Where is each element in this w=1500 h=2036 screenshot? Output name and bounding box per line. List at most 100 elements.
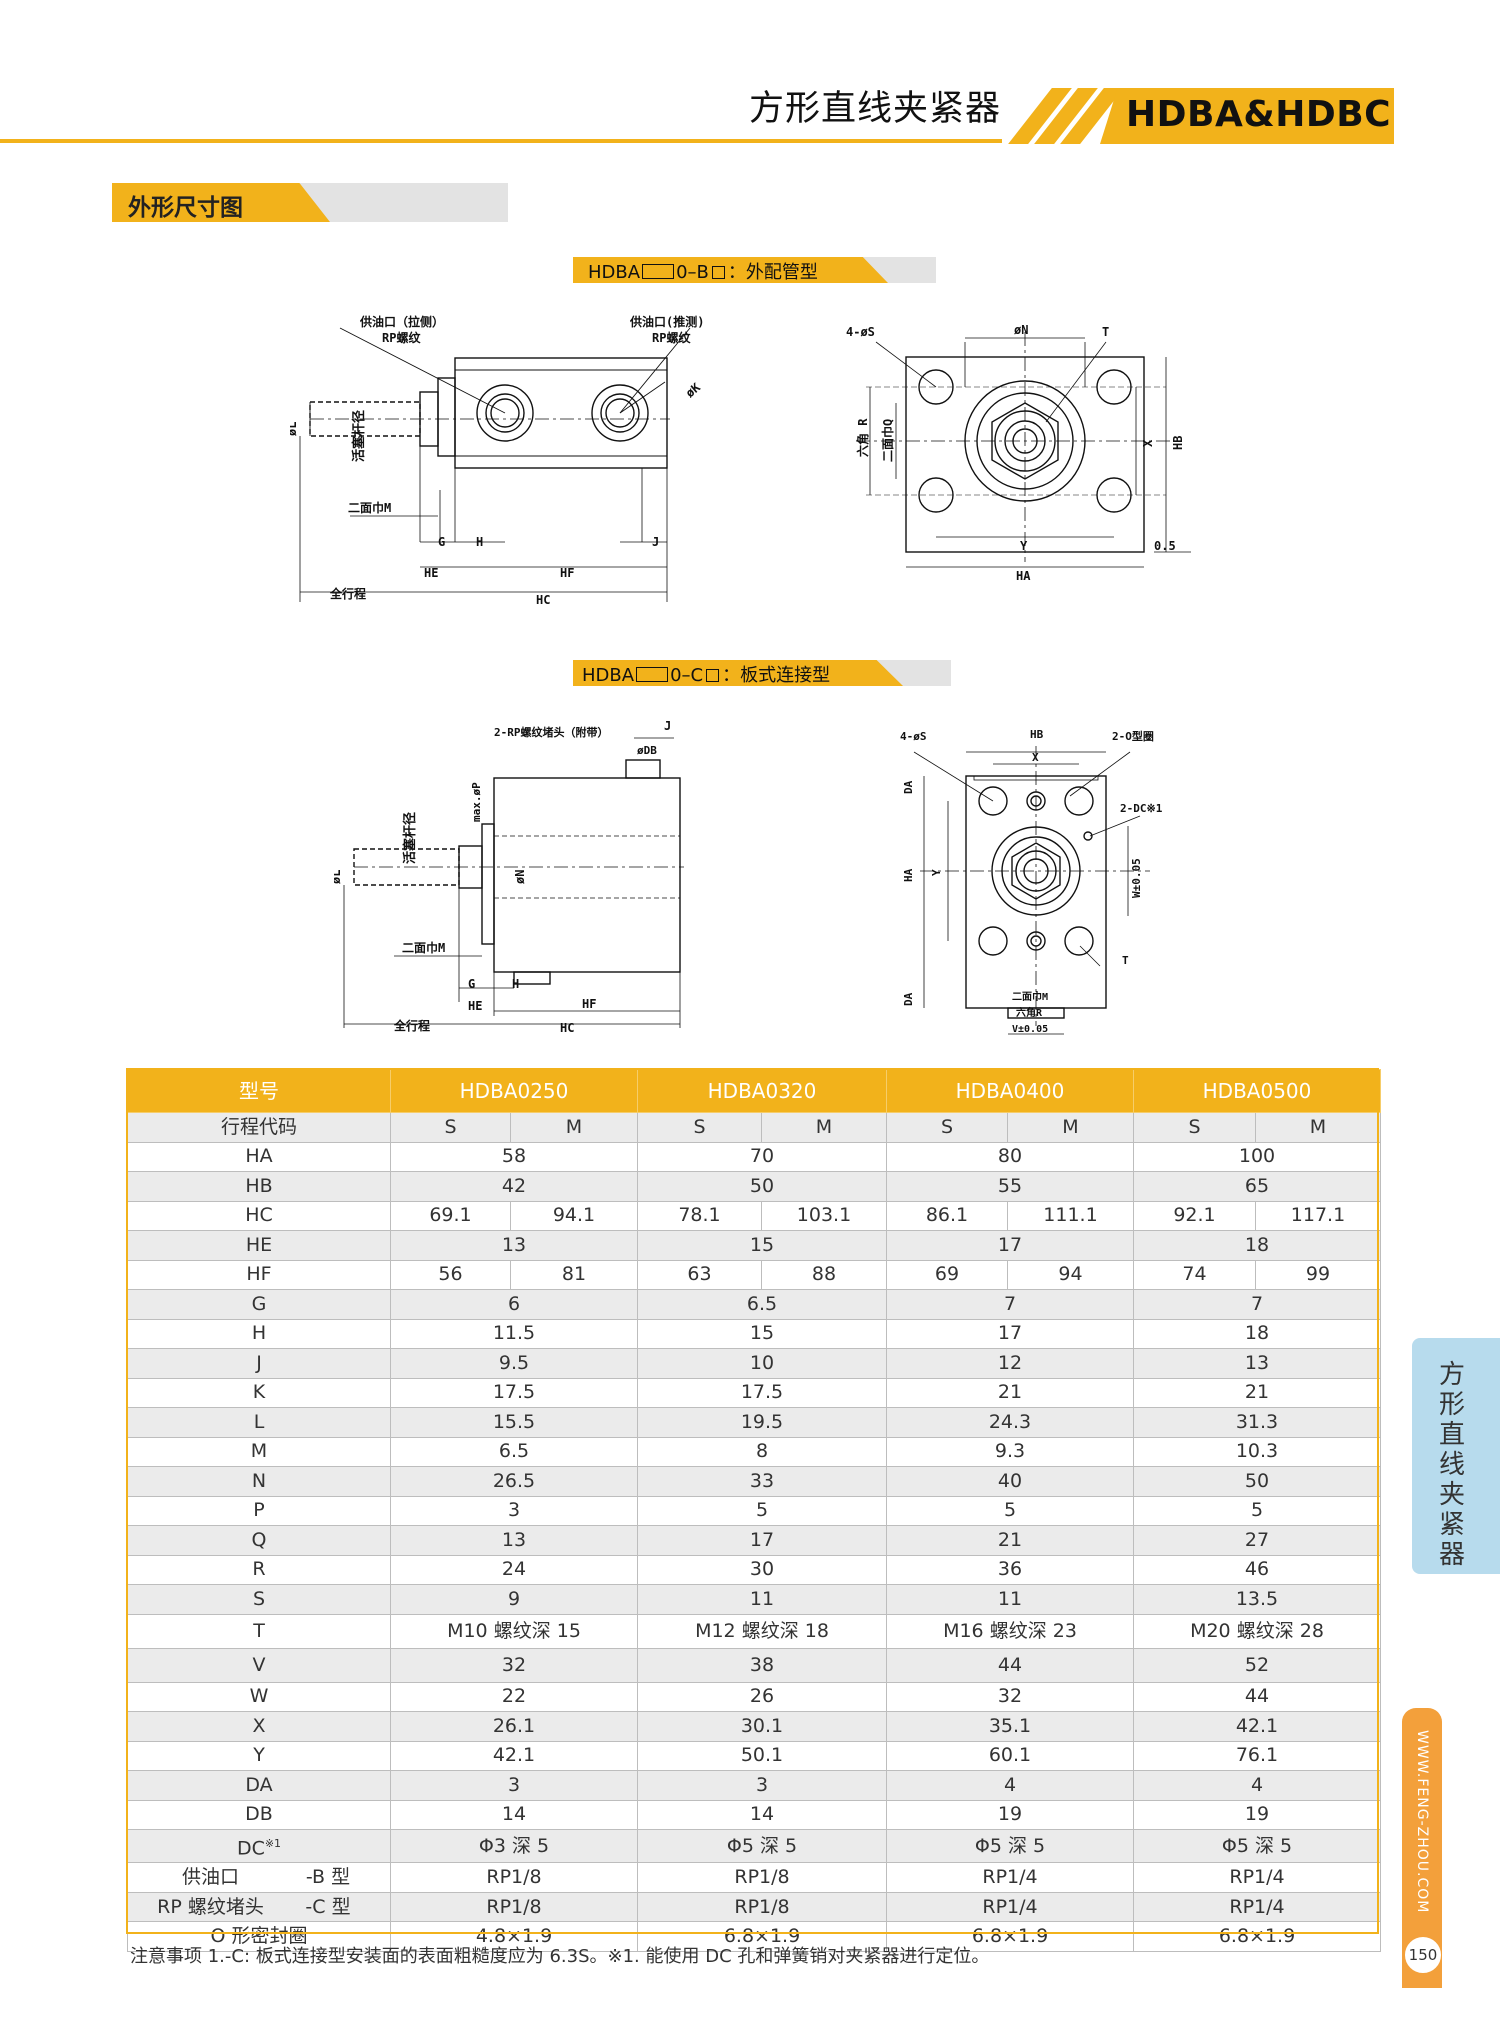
table-cell: RP1/8 xyxy=(390,1862,638,1893)
label-hexR: 六角R xyxy=(1016,1006,1043,1019)
table-cell: 8 xyxy=(637,1436,887,1467)
table-cell: 44 xyxy=(886,1647,1134,1683)
table-cell: 111.1 xyxy=(1007,1200,1134,1231)
table-cell: 17 xyxy=(637,1525,887,1556)
label-port-push: 供油口(推测) xyxy=(629,314,704,329)
label-HF: HF xyxy=(560,566,574,580)
table-cell: 3 xyxy=(390,1495,638,1526)
table-cell: 50 xyxy=(637,1171,887,1202)
table-cell: 14 xyxy=(637,1799,887,1830)
table-cell: 92.1 xyxy=(1133,1200,1256,1231)
drawing-c-front-view: 4-øS HB 2-O型圈 X DA 2-DC※1 HA Y W±0.05 T … xyxy=(900,728,1163,1035)
table-cell: 94 xyxy=(1007,1259,1134,1290)
table-cell: 46 xyxy=(1133,1554,1381,1585)
table-cell: M20 螺纹深 28 xyxy=(1133,1613,1381,1649)
placeholder-square-icon xyxy=(706,669,720,682)
table-cell: 6.5 xyxy=(390,1436,638,1467)
side-tab[interactable] xyxy=(1412,1338,1500,1574)
row-label: P xyxy=(127,1495,391,1526)
table-cell: 55 xyxy=(886,1171,1134,1202)
header-cell-model: 型号 xyxy=(127,1069,391,1113)
label-H: H xyxy=(476,535,483,549)
table-cell: 24.3 xyxy=(886,1407,1134,1438)
label-4s: 4-øS xyxy=(900,730,927,743)
table-cell: 36 xyxy=(886,1554,1134,1585)
page-title: 方形直线夹紧器 xyxy=(748,89,1001,129)
table-cell: 24 xyxy=(390,1554,638,1585)
row-label: DB xyxy=(127,1799,391,1830)
row-label: DA xyxy=(127,1770,391,1801)
table-cell: 117.1 xyxy=(1255,1200,1381,1231)
table-cell: 6.8×1.9 xyxy=(886,1921,1134,1952)
row-label: Q xyxy=(127,1525,391,1556)
label-phiDB: øDB xyxy=(637,744,657,757)
website-url[interactable]: WWW.FENG-ZHOU.COM xyxy=(1414,1730,1430,1914)
table-cell: 35.1 xyxy=(886,1711,1134,1742)
table-cell: S xyxy=(637,1112,762,1143)
table-cell: 19 xyxy=(886,1799,1134,1830)
table-cell: 63 xyxy=(637,1259,762,1290)
label-oring: 2-O型圈 xyxy=(1112,729,1154,743)
table-cell: 70 xyxy=(637,1141,887,1172)
label-V: V±0.05 xyxy=(1012,1024,1048,1035)
table-cell: 5 xyxy=(637,1495,887,1526)
table-cell: 69 xyxy=(886,1259,1008,1290)
label-HA: HA xyxy=(902,868,915,882)
placeholder-box-icon xyxy=(642,264,675,279)
label-phiL: øL xyxy=(334,870,343,884)
table-cell: 30.1 xyxy=(637,1711,887,1742)
label-T: T xyxy=(1122,954,1129,967)
label-T: T xyxy=(1102,325,1109,339)
drawing-b-front-view: 4-øS øN T 六角 R 二面巾Q X HB Y HA 0.5 xyxy=(846,323,1191,582)
row-label: G xyxy=(127,1289,391,1320)
table-cell: 13 xyxy=(390,1525,638,1556)
row-label: HA xyxy=(127,1141,391,1172)
label-phiK: øK xyxy=(683,380,704,401)
table-cell: 58 xyxy=(390,1141,638,1172)
row-label: L xyxy=(127,1407,391,1438)
label-HB: HB xyxy=(1030,728,1044,741)
label-plug: 2-RP螺纹堵头（附带） xyxy=(494,725,609,739)
table-cell: 3 xyxy=(390,1770,638,1801)
subtitle-b-bar xyxy=(573,257,888,283)
row-label: S xyxy=(127,1584,391,1615)
table-cell: 80 xyxy=(886,1141,1134,1172)
row-label-main: RP 螺纹堵头 xyxy=(157,1895,264,1918)
table-cell: M xyxy=(761,1112,887,1143)
table-cell: 6.8×1.9 xyxy=(1133,1921,1381,1952)
table-cell: M10 螺纹深 15 xyxy=(390,1613,638,1649)
label-G: G xyxy=(438,535,445,549)
label-flats-m: 二面巾M xyxy=(402,940,445,955)
table-cell: 65 xyxy=(1133,1171,1381,1202)
label-4s: 4-øS xyxy=(846,325,875,339)
table-cell: 19 xyxy=(1133,1799,1381,1830)
table-cell: S xyxy=(886,1112,1008,1143)
label-X: X xyxy=(1141,439,1155,447)
table-cell: 17 xyxy=(886,1230,1134,1261)
table-cell: 3 xyxy=(637,1770,887,1801)
label-phiL: øL xyxy=(290,422,299,436)
label-J: J xyxy=(652,535,659,549)
table-cell: 4 xyxy=(886,1770,1134,1801)
label-HA: HA xyxy=(1016,569,1031,582)
row-label-sub: -B 型 xyxy=(305,1866,351,1889)
table-cell: 78.1 xyxy=(637,1200,762,1231)
header-cell-model-name: HDBA0250 xyxy=(390,1069,638,1113)
label-phiN: øN xyxy=(1014,323,1028,337)
table-cell: 15.5 xyxy=(390,1407,638,1438)
table-cell: M xyxy=(1255,1112,1381,1143)
table-cell: 86.1 xyxy=(886,1200,1008,1231)
label-DA: DA xyxy=(902,992,915,1006)
row-label: Y xyxy=(127,1740,391,1771)
